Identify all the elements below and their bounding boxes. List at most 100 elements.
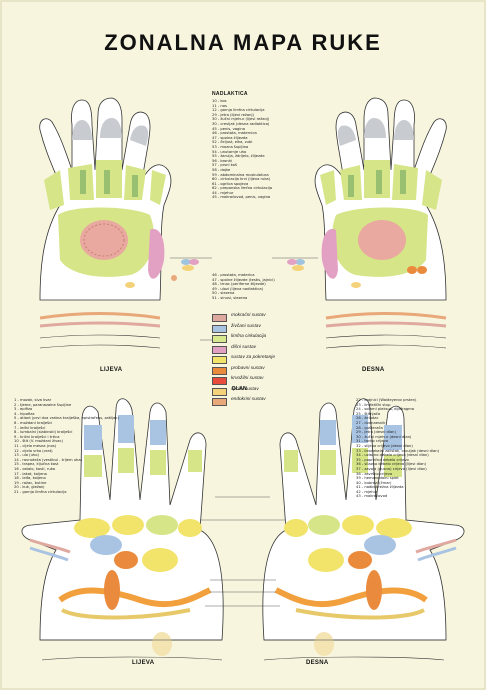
zone-list-item: 52 - čeljust, elka, zubi	[212, 140, 253, 145]
legend-item: probavni sustav	[212, 366, 302, 377]
zone-list-item: 9 - križni kralješci i trtica	[14, 434, 60, 439]
zone-list-item: 29 - jetra (desni dlan)	[356, 430, 396, 435]
bottom-left-hand	[21, 398, 224, 661]
zone-list-item: 26 - želudac	[356, 416, 379, 421]
zone-list-item: 27 - dvanaesnik	[356, 420, 386, 425]
legend-label: probavni sustav	[231, 365, 265, 371]
legend-swatch	[212, 314, 227, 322]
top-right-hand	[287, 97, 447, 349]
zone-list-item: 53 - mozna šupljina	[212, 144, 249, 149]
zone-list-item: 3 - epifiza	[14, 407, 33, 412]
legend-swatch	[212, 356, 227, 364]
legend-swatch	[212, 335, 227, 343]
zone-list-item: 43 - mokraćovod	[356, 494, 388, 499]
zone-list-item: 60 - cirkulacija krvi (lijeva ruka)	[212, 177, 271, 182]
zone-list-item: 12 - gornja limfna cirkulacija	[212, 108, 265, 113]
zone-list-item: 10 - štit (V. moždani živac)	[14, 439, 63, 444]
zone-list-item: 49 - ulozi (lijeva nadlaktica)	[212, 286, 264, 291]
zone-list-item: 46 - prostata, maternica	[212, 131, 257, 136]
legend-label: dišni sustav	[231, 344, 257, 350]
zone-list-item: 40 - bubrezi (čmar)	[356, 480, 392, 485]
zone-list-item: 11 - cijelo mesna (nos)	[14, 443, 57, 448]
zone-list-item: 41 - nadbubrežna žlijezda	[356, 485, 404, 490]
zone-list-item: 24 - solarni pleksus, dijafragma	[356, 407, 415, 412]
zone-list-item: 11 - nos	[212, 103, 227, 108]
legend-item: dišni sustav	[212, 345, 302, 356]
zone-list-item: 58 - dojke	[212, 167, 231, 172]
hand-label-left-top: LIJEVA	[100, 367, 123, 373]
zone-list-item: 15 - trapez, ključna kost	[14, 462, 59, 467]
zone-list-item: 19 - rožac, butine	[14, 480, 47, 485]
zone-list-item: 47 - spolne žlijezde (testis, jajnici)	[212, 277, 275, 282]
legend-item: endokrini sustav	[212, 397, 302, 408]
zone-list-item: 25 - štitnjača	[356, 411, 381, 416]
legend-item: krvožilni sustav	[212, 376, 302, 387]
zone-list-item: 55 - žarulja, ždrijelo, žlijezde	[212, 154, 265, 159]
hand-label-left-bottom: LIJEVA	[132, 660, 155, 666]
zone-list-item: 23 - limfatički stup	[356, 402, 391, 407]
zone-list-item: 54 - unutarnje uho	[212, 149, 247, 154]
zone-list-item: 1 - mozak, siva kvar	[14, 398, 52, 402]
legend-label: spolni sustav	[231, 386, 259, 392]
zone-list-item: 50 - slezena	[212, 291, 235, 296]
zone-list-item: 32 - slijepo crijevo (desni dlan)	[356, 443, 413, 448]
zone-list-item: 56 - bronhi	[212, 158, 233, 163]
legend-swatch	[212, 345, 227, 354]
section-label-top: NADLAKTICA	[212, 91, 248, 97]
zone-list-item: 16 - ostalo, kosti, ruka	[14, 466, 56, 471]
zone-list-item: 17 - lakat, koljeno	[14, 471, 47, 476]
zone-list-item: 18 - leđa, koljeno	[14, 476, 46, 481]
legend-item: sustav za pokretanje	[212, 355, 302, 366]
legend-swatch	[212, 377, 227, 385]
zone-list-item: 8 - lumbalni (slabinski) kralješci	[14, 430, 73, 435]
zone-list-item: 34 - uzlazno debelo crijevo (desni dlan)	[356, 453, 429, 458]
hand-label-right-bottom: DESNA	[306, 660, 329, 666]
hand-label-right-top: DESNA	[362, 367, 385, 373]
zone-list-item: 30 - žučni mjehur (desni dlan)	[356, 434, 412, 439]
zone-list-item: 20 - kuk, gležanj	[14, 485, 45, 490]
legend-label: endokrini sustav	[231, 397, 266, 402]
zone-list-item: 13 - ulo (uho)	[14, 453, 39, 458]
bottom-right-hand	[262, 398, 465, 661]
zone-list-item: 12 - cijelo vrko (vrat)	[14, 448, 53, 453]
zone-list-item: 59 - abdominalna muskulatura	[212, 172, 269, 177]
zone-list-item: 36 - silazno debelo crijevo (lijevi dlan…	[356, 462, 427, 467]
zone-list-item: 38 - završno crijevo	[356, 471, 393, 476]
zone-list-item: 39 - hemoroidalni splet	[356, 476, 399, 481]
legend-swatch	[212, 387, 227, 396]
page-title: ZONALNA MAPA RUKE	[104, 30, 382, 55]
zone-list-item: 2 - tjeme, paranazalne šupljine	[14, 402, 72, 407]
legend-swatch	[212, 366, 227, 375]
zone-list-item: 45 - mokraćovod, penis, vagina	[212, 195, 271, 200]
legend-label: limfna cirkulacija	[231, 334, 267, 339]
zone-list-item: 57 - prsni koš	[212, 163, 237, 168]
section-label-bottom: DLAN	[232, 386, 248, 392]
legend-swatch	[212, 398, 227, 406]
zone-list-item: 30 - žučni mjehur (lijevi režanj)	[212, 117, 270, 122]
zone-list-item: 37 - zavoja (gusno) crijevo (lijevi dlan…	[356, 466, 427, 471]
zone-list-item: 10 - kos	[212, 99, 227, 103]
legend-item: limfna cirkulacija	[212, 334, 302, 345]
zone-list-item: 28 - gušterača	[356, 425, 383, 430]
zone-list-item: 7 - leđni kralješci	[14, 425, 46, 430]
zone-list-item: 61 - ogrlica spojeva	[212, 181, 249, 186]
zone-list-item: 47 - spolna žlijezda	[212, 135, 248, 140]
top-left-hand	[39, 97, 199, 349]
zone-list-item: 30 - crevijak (desna radlaktica)	[212, 121, 270, 126]
zone-list-item: 46 - prostata, materica	[212, 273, 255, 277]
zone-list-item: 44 - mjehur	[212, 190, 234, 195]
zone-list-item: 33 - ileocekalni zalistak, crvuljak (des…	[356, 448, 440, 453]
legend-label: živčani sustav	[231, 323, 261, 329]
zone-list-item: 29 - jetra (lijevi režanj)	[212, 112, 254, 117]
zone-list-item: 42 - mjehur	[356, 489, 378, 494]
legend-swatch	[212, 324, 227, 333]
zone-list-item: 45 - penis, vagina	[212, 126, 246, 131]
zone-list-item: 14 - ravnoteža (vestibul - trijem uha)	[14, 457, 83, 462]
legend-label: sustav za pokretanje	[231, 355, 275, 360]
